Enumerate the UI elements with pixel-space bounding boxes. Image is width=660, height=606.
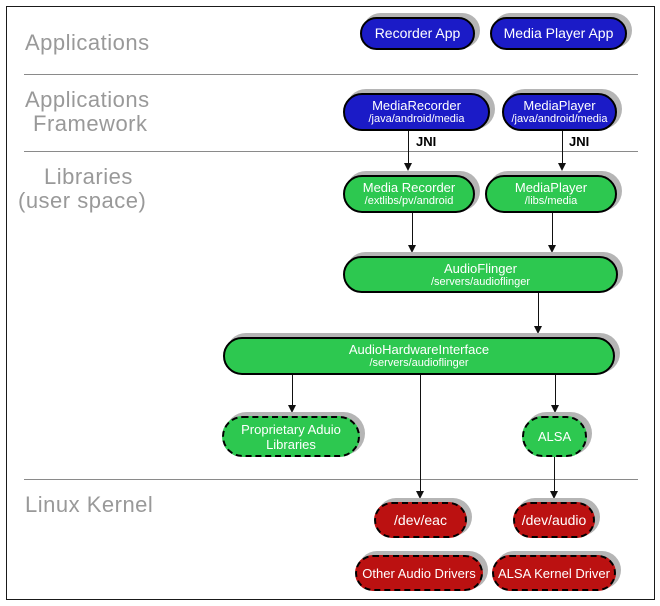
node-dev-eac: /dev/eac: [374, 502, 467, 538]
section-label-libraries: Libraries (user space): [18, 165, 146, 213]
arrow-down-icon: [534, 326, 542, 334]
section-label-applications-framework: Applications Framework: [25, 88, 150, 136]
node-label: MediaPlayer: [523, 98, 596, 113]
node-path: /java/android/media: [511, 113, 608, 125]
edge-label-jni: JNI: [416, 134, 437, 149]
node-label: MediaPlayer: [514, 180, 588, 195]
node-mediaplayer-framework: MediaPlayer /java/android/media: [502, 93, 617, 131]
node-proprietary-audio-libraries: Proprietary Aduio Libraries: [222, 416, 360, 457]
node-alsa-kernel-driver: ALSA Kernel Driver: [492, 555, 616, 591]
edge-line: [420, 375, 421, 491]
edge-line: [412, 213, 413, 245]
arrow-down-icon: [550, 491, 558, 499]
node-path: /java/android/media: [368, 113, 465, 125]
node-path: /extlibs/pv/android: [364, 195, 454, 207]
edge-label-jni: JNI: [569, 134, 590, 149]
section-label-applications: Applications: [25, 31, 150, 55]
arrow-down-icon: [548, 245, 556, 253]
node-audioflinger: AudioFlinger /servers/audioflinger: [343, 256, 618, 293]
arrow-down-icon: [404, 163, 412, 171]
node-label: Other Audio Drivers: [362, 565, 476, 581]
node-label: /dev/eac: [394, 511, 447, 528]
edge-line: [538, 293, 539, 326]
node-label: ALSA: [537, 429, 572, 444]
node-alsa: ALSA: [522, 416, 587, 457]
node-label: Proprietary Aduio: [241, 421, 341, 437]
node-audiohardwareinterface: AudioHardwareInterface /servers/audiofli…: [223, 337, 615, 375]
node-media-recorder-lib: Media Recorder /extlibs/pv/android: [343, 175, 475, 213]
edge-line: [562, 131, 563, 163]
section-label-line: Linux Kernel: [25, 492, 154, 517]
node-label: /dev/audio: [521, 511, 587, 528]
edge-line: [554, 457, 555, 491]
arrow-down-icon: [551, 405, 559, 413]
section-label-line: Applications: [25, 87, 150, 112]
node-mediarecorder-framework: MediaRecorder /java/android/media: [343, 93, 490, 131]
edge-line: [552, 213, 553, 245]
edge-line: [292, 375, 293, 405]
section-divider: [24, 74, 638, 75]
diagram-border: [6, 6, 655, 600]
section-label-line: Applications: [25, 30, 150, 55]
node-label: Libraries: [266, 436, 316, 452]
node-label: MediaRecorder: [372, 98, 461, 113]
node-label: Media Recorder: [362, 180, 456, 195]
node-path: /servers/audioflinger: [430, 275, 531, 288]
node-recorder-app: Recorder App: [360, 17, 475, 50]
section-divider: [24, 479, 638, 480]
section-label-line: Framework: [33, 111, 148, 136]
section-label-linux-kernel: Linux Kernel: [25, 493, 153, 517]
node-mediaplayer-lib: MediaPlayer /libs/media: [485, 175, 617, 213]
edge-line: [408, 131, 409, 163]
node-other-audio-drivers: Other Audio Drivers: [355, 555, 483, 591]
section-divider: [24, 151, 638, 152]
node-media-player-app: Media Player App: [490, 17, 627, 50]
edge-line: [555, 375, 556, 405]
arrow-down-icon: [558, 163, 566, 171]
node-label: AudioHardwareInterface: [348, 342, 490, 357]
node-label: AudioFlinger: [444, 260, 517, 276]
section-label-line: (user space): [18, 188, 147, 213]
node-dev-audio: /dev/audio: [513, 502, 595, 538]
arrow-down-icon: [416, 491, 424, 499]
node-label: ALSA Kernel Driver: [498, 565, 610, 581]
node-label: Media Player App: [503, 25, 614, 41]
arrow-down-icon: [288, 405, 296, 413]
node-path: /libs/media: [524, 195, 578, 207]
node-label: Recorder App: [374, 25, 461, 41]
node-path: /servers/audioflinger: [369, 357, 469, 369]
section-label-line: Libraries: [44, 164, 133, 189]
arrow-down-icon: [408, 245, 416, 253]
